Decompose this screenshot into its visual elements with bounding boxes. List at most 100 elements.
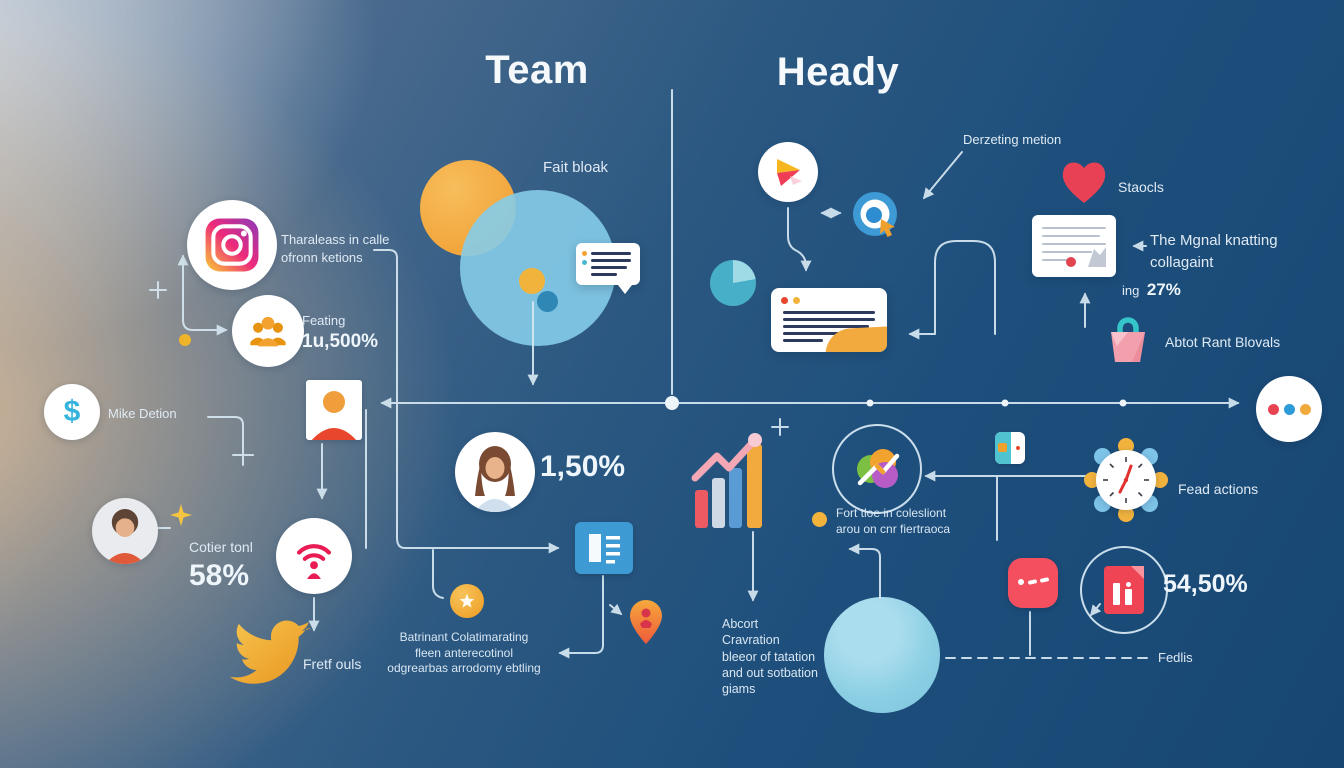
bubbles-label: Fait bloak <box>543 159 609 176</box>
audience-node <box>232 295 304 367</box>
growth-note-line2: Cravration <box>722 633 780 648</box>
person-left-node <box>92 498 158 564</box>
money-label: Mike Detion <box>108 406 177 421</box>
person-left-value: 58% <box>189 558 250 592</box>
wifi-hotspot-icon <box>296 544 332 579</box>
audience-label-block: Feating 1u,500% <box>302 312 378 353</box>
report-label: The Mgnal knatting collagaint <box>1150 230 1278 274</box>
heart-node <box>1056 155 1112 207</box>
media-badge <box>1008 558 1058 608</box>
heart-icon <box>1062 162 1106 203</box>
report-card <box>1032 215 1116 277</box>
palette-note-line2: arou on cnr fiertraoca <box>836 521 951 536</box>
schedule-label: Fead actions <box>1178 481 1259 497</box>
badge-mark <box>1027 579 1038 585</box>
bullet-dot <box>781 297 788 304</box>
bullet-dot <box>582 260 587 265</box>
person-center-value: 1,50% <box>540 450 626 483</box>
speech-tail <box>618 285 632 294</box>
small-yellow-dot <box>179 334 191 346</box>
bubble-inner-orange-dot <box>519 268 545 294</box>
text-line <box>1042 259 1074 261</box>
likes-label: Staocls <box>1118 179 1164 195</box>
gear-bump <box>1152 472 1168 488</box>
target-node <box>848 188 904 244</box>
campaign-note-line3: odgrearbas arrodomy ebtling <box>387 661 541 676</box>
text-line <box>1042 235 1100 237</box>
bubble-inner-blue-dot <box>537 291 558 312</box>
growth-note-line4: and out sotbation <box>722 665 818 680</box>
play-node <box>758 142 818 202</box>
shopping-bag-icon <box>1111 317 1145 362</box>
growth-note-line3: bleeor of tatation <box>722 649 816 664</box>
red-seal-dot <box>1066 257 1076 267</box>
clock-icon <box>1103 457 1149 503</box>
report-value-prefix: ing <box>1122 283 1140 298</box>
palette-note: Fort tloe in colesliont arou on cnr fier… <box>836 506 950 537</box>
shopping-bag-node <box>1098 308 1158 370</box>
dollar-icon: $ <box>63 395 81 428</box>
map-pin-icon <box>628 598 664 646</box>
mini-browser-icon <box>995 432 1025 464</box>
red-file-icon <box>1104 566 1144 614</box>
audience-label: Feating <box>302 313 346 328</box>
badge-mark <box>1018 579 1024 585</box>
instagram-icon <box>205 218 259 272</box>
campaign-note-line2: fleen anterecotinol <box>414 645 514 660</box>
growth-note-line1: Abcort <box>722 617 759 631</box>
document-list-icon <box>589 534 620 564</box>
text-line <box>1042 227 1106 229</box>
instagram-label-line2: ofronn ketions <box>281 249 363 265</box>
twitter-label: Fretf ouls <box>303 656 362 672</box>
text-line <box>783 311 875 314</box>
text-line <box>783 339 823 342</box>
campaign-note: Batrinant Colatimarating fleen anterecot… <box>383 630 545 677</box>
chart-bar <box>695 490 708 528</box>
more-options-node <box>1256 376 1322 442</box>
text-line <box>783 325 869 328</box>
audience-value: 1u,500% <box>302 330 379 352</box>
coin-icon <box>450 584 484 618</box>
report-label-line1: The Mgnal knatting <box>1150 232 1278 249</box>
instagram-label: Tharaleass in calle ofronn ketions <box>281 231 389 266</box>
chart-bar <box>712 478 725 528</box>
gray-blob <box>1088 247 1106 267</box>
report-value: 27% <box>1146 280 1181 299</box>
twitter-node <box>228 620 314 690</box>
title-heady: Heady <box>776 50 900 94</box>
palette-node <box>832 424 922 514</box>
file-bar <box>1113 583 1120 605</box>
file-node <box>1080 546 1168 634</box>
blue-dot <box>1283 403 1295 415</box>
file-fold <box>1131 566 1144 579</box>
text-line <box>591 252 631 255</box>
mini-browser-dot <box>1016 446 1020 450</box>
avatar-icon <box>105 509 145 564</box>
speech-bubble-card <box>576 243 640 294</box>
planet-circle <box>824 597 940 713</box>
text-line <box>783 318 875 321</box>
document-value: 54,50% <box>1163 570 1248 598</box>
portrait-person-icon <box>311 391 357 440</box>
gear-bump <box>1118 506 1134 522</box>
note-bullet-dot <box>812 512 827 527</box>
clock-node <box>1084 438 1168 522</box>
text-line <box>1042 251 1092 253</box>
text-line <box>1042 243 1106 245</box>
text-line <box>591 273 617 276</box>
twitter-bird-icon <box>229 620 311 684</box>
money-node: $ <box>44 384 100 440</box>
chart-bar <box>729 468 742 528</box>
shopping-label: Abtot Rant Blovals <box>1165 334 1281 350</box>
wifi-hotspot-node <box>276 518 352 594</box>
portrait-card <box>306 380 362 440</box>
file-dot <box>1126 582 1131 587</box>
instagram-node <box>187 200 277 290</box>
chart-bar <box>747 444 762 528</box>
orange-dot <box>1299 403 1311 415</box>
growth-note: Abcort Cravration bleeor of tatation and… <box>722 616 818 697</box>
avatar-icon <box>474 446 516 512</box>
palette-note-line1: Fort tloe in colesliont <box>836 506 947 520</box>
